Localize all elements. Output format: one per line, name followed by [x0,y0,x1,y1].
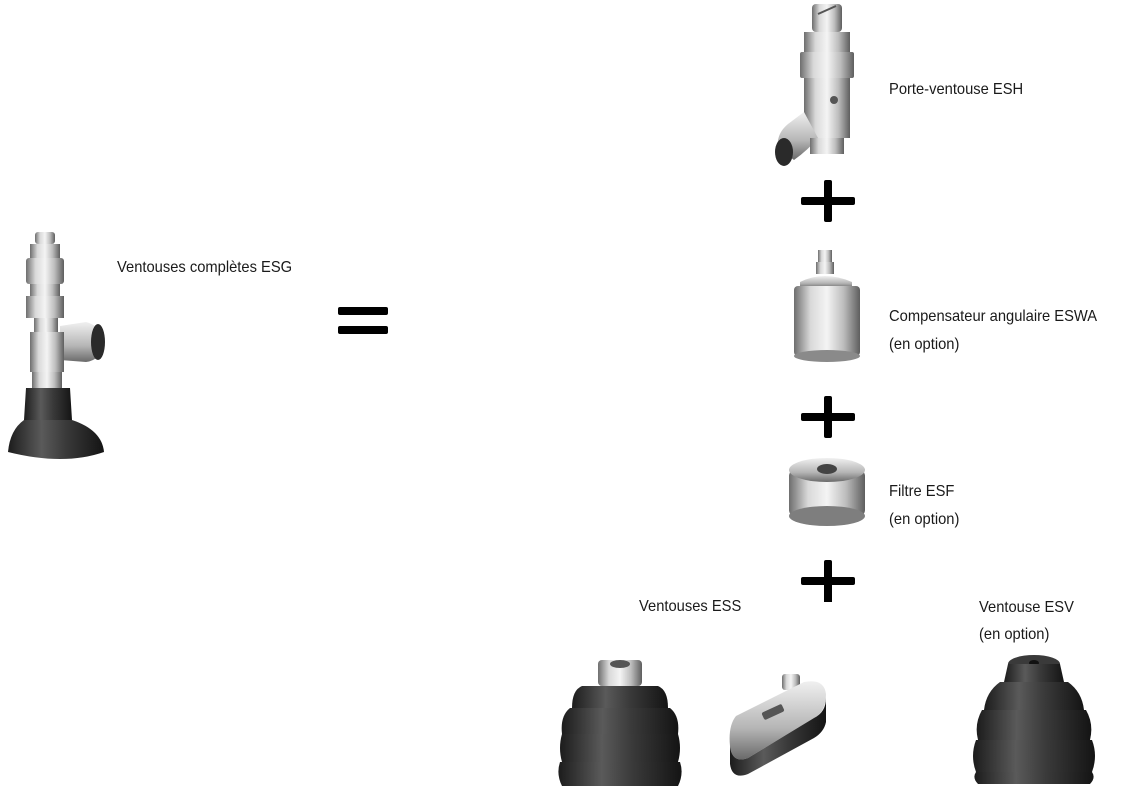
esh-label: Porte-ventouse ESH [889,81,1024,98]
plus-icon [801,396,855,438]
eswa-compensator-image [786,248,866,368]
eswa-label-line1: Compensateur angulaire ESWA [889,308,1098,325]
esv-label-line1: Ventouse ESV [979,599,1074,616]
plus-stem-extension [824,580,832,602]
esg-label: Ventouses complètes ESG [117,259,293,276]
equals-icon [338,307,388,334]
esg-suction-cup-image [4,230,114,470]
esf-label-line2: (en option) [889,511,960,528]
ess-round-cup-image [556,656,684,786]
esf-label-line1: Filtre ESF [889,483,955,500]
ess-oval-cup-image [726,668,830,778]
esf-filter-image [785,456,869,532]
ess-label: Ventouses ESS [639,598,742,615]
esv-cup-image [972,652,1096,784]
plus-icon [801,180,855,222]
esv-label-line2: (en option) [979,626,1050,643]
esh-holder-image [774,0,874,180]
eswa-label-line2: (en option) [889,336,960,353]
